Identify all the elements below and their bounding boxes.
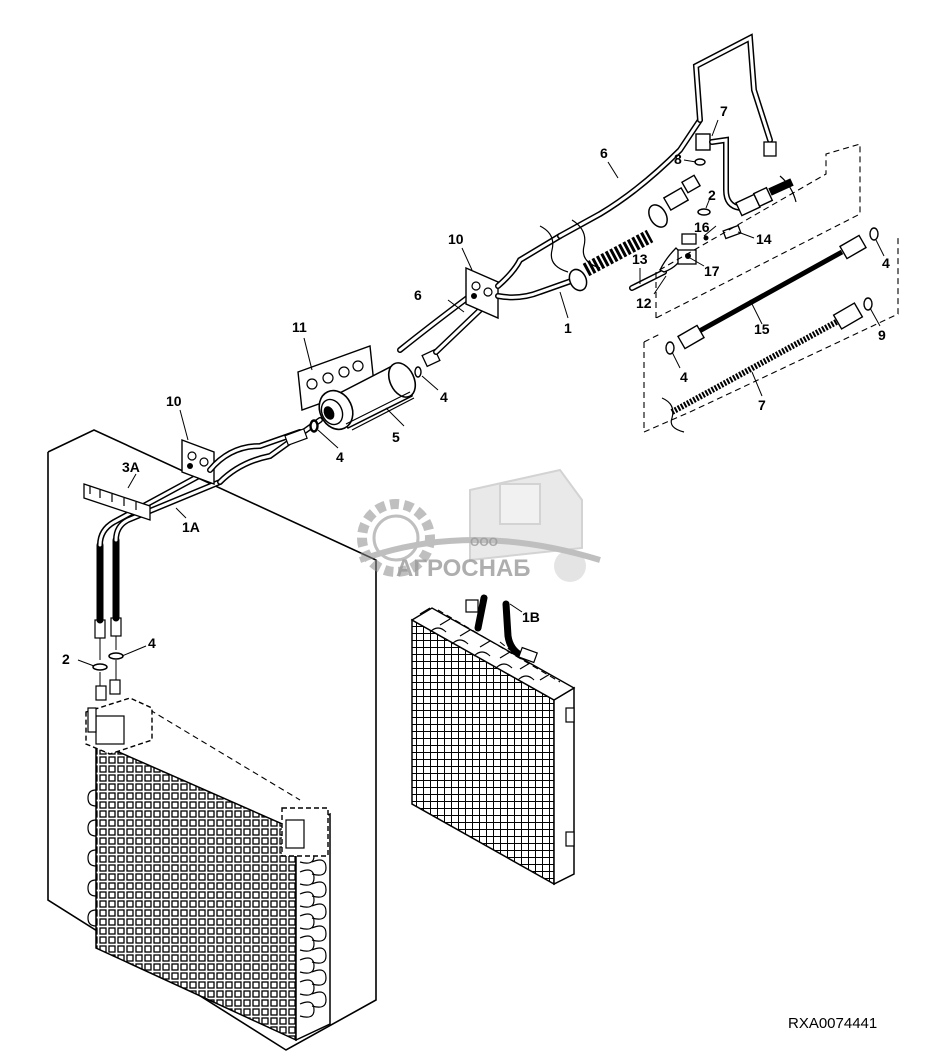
callout-13: 13 [632, 251, 648, 267]
callout-11: 11 [292, 319, 307, 335]
callout-labels: 1 1A 1B 2 2 3A 4 4 4 4 4 5 6 6 7 7 8 9 1… [62, 103, 890, 667]
callout-5: 5 [392, 429, 400, 445]
small-parts [629, 224, 742, 291]
callout-10-a: 10 [448, 231, 464, 247]
callout-4-c: 4 [148, 635, 156, 651]
callout-6-a: 6 [600, 145, 608, 161]
callout-4-a: 4 [336, 449, 344, 465]
callout-10-b: 10 [166, 393, 182, 409]
lines-to-compressor [207, 417, 323, 485]
callout-6-b: 6 [414, 287, 422, 303]
leader-lines [77, 119, 885, 667]
bracket-10-left [181, 438, 215, 486]
callout-4-b: 4 [440, 389, 448, 405]
lines-1-and-6 [495, 33, 773, 301]
callout-3a: 3A [122, 459, 140, 475]
expansion-valve-block [85, 697, 329, 857]
callout-16: 16 [694, 219, 710, 235]
callout-2-left: 2 [62, 651, 70, 667]
compressor-connection [648, 133, 797, 228]
valve-fittings [92, 617, 124, 701]
bracket-11 [297, 345, 375, 411]
harvester-icon [469, 468, 586, 582]
callout-8: 8 [674, 151, 682, 167]
callout-1: 1 [564, 320, 572, 336]
callout-4-d: 4 [680, 369, 688, 385]
callout-12: 12 [636, 295, 652, 311]
callout-7-b: 7 [758, 397, 766, 413]
callout-14: 14 [756, 231, 772, 247]
callout-2-right: 2 [708, 187, 716, 203]
watermark-brand-text: АГРОСНАБ [396, 555, 531, 582]
receiver-dryer [318, 362, 417, 431]
callout-1b: 1B [522, 609, 540, 625]
bracket-10-right [465, 266, 499, 320]
condenser-core [410, 607, 576, 886]
hoses-1a-3a [83, 467, 223, 624]
figure-id: RXA0074441 [788, 1015, 877, 1032]
callout-7-a: 7 [720, 103, 728, 119]
callout-17: 17 [704, 263, 720, 279]
callout-15: 15 [754, 321, 770, 337]
evaporator-core [85, 697, 331, 1042]
watermark [357, 468, 601, 582]
callout-9: 9 [878, 327, 886, 343]
evaporator-enclosure [47, 429, 377, 1051]
callout-4-e: 4 [882, 255, 890, 271]
condenser-hoses-1b [465, 594, 538, 664]
watermark-small-text: ООО [470, 535, 498, 549]
callout-1a: 1A [182, 519, 200, 535]
hose-kit-dashed-box [643, 143, 899, 433]
